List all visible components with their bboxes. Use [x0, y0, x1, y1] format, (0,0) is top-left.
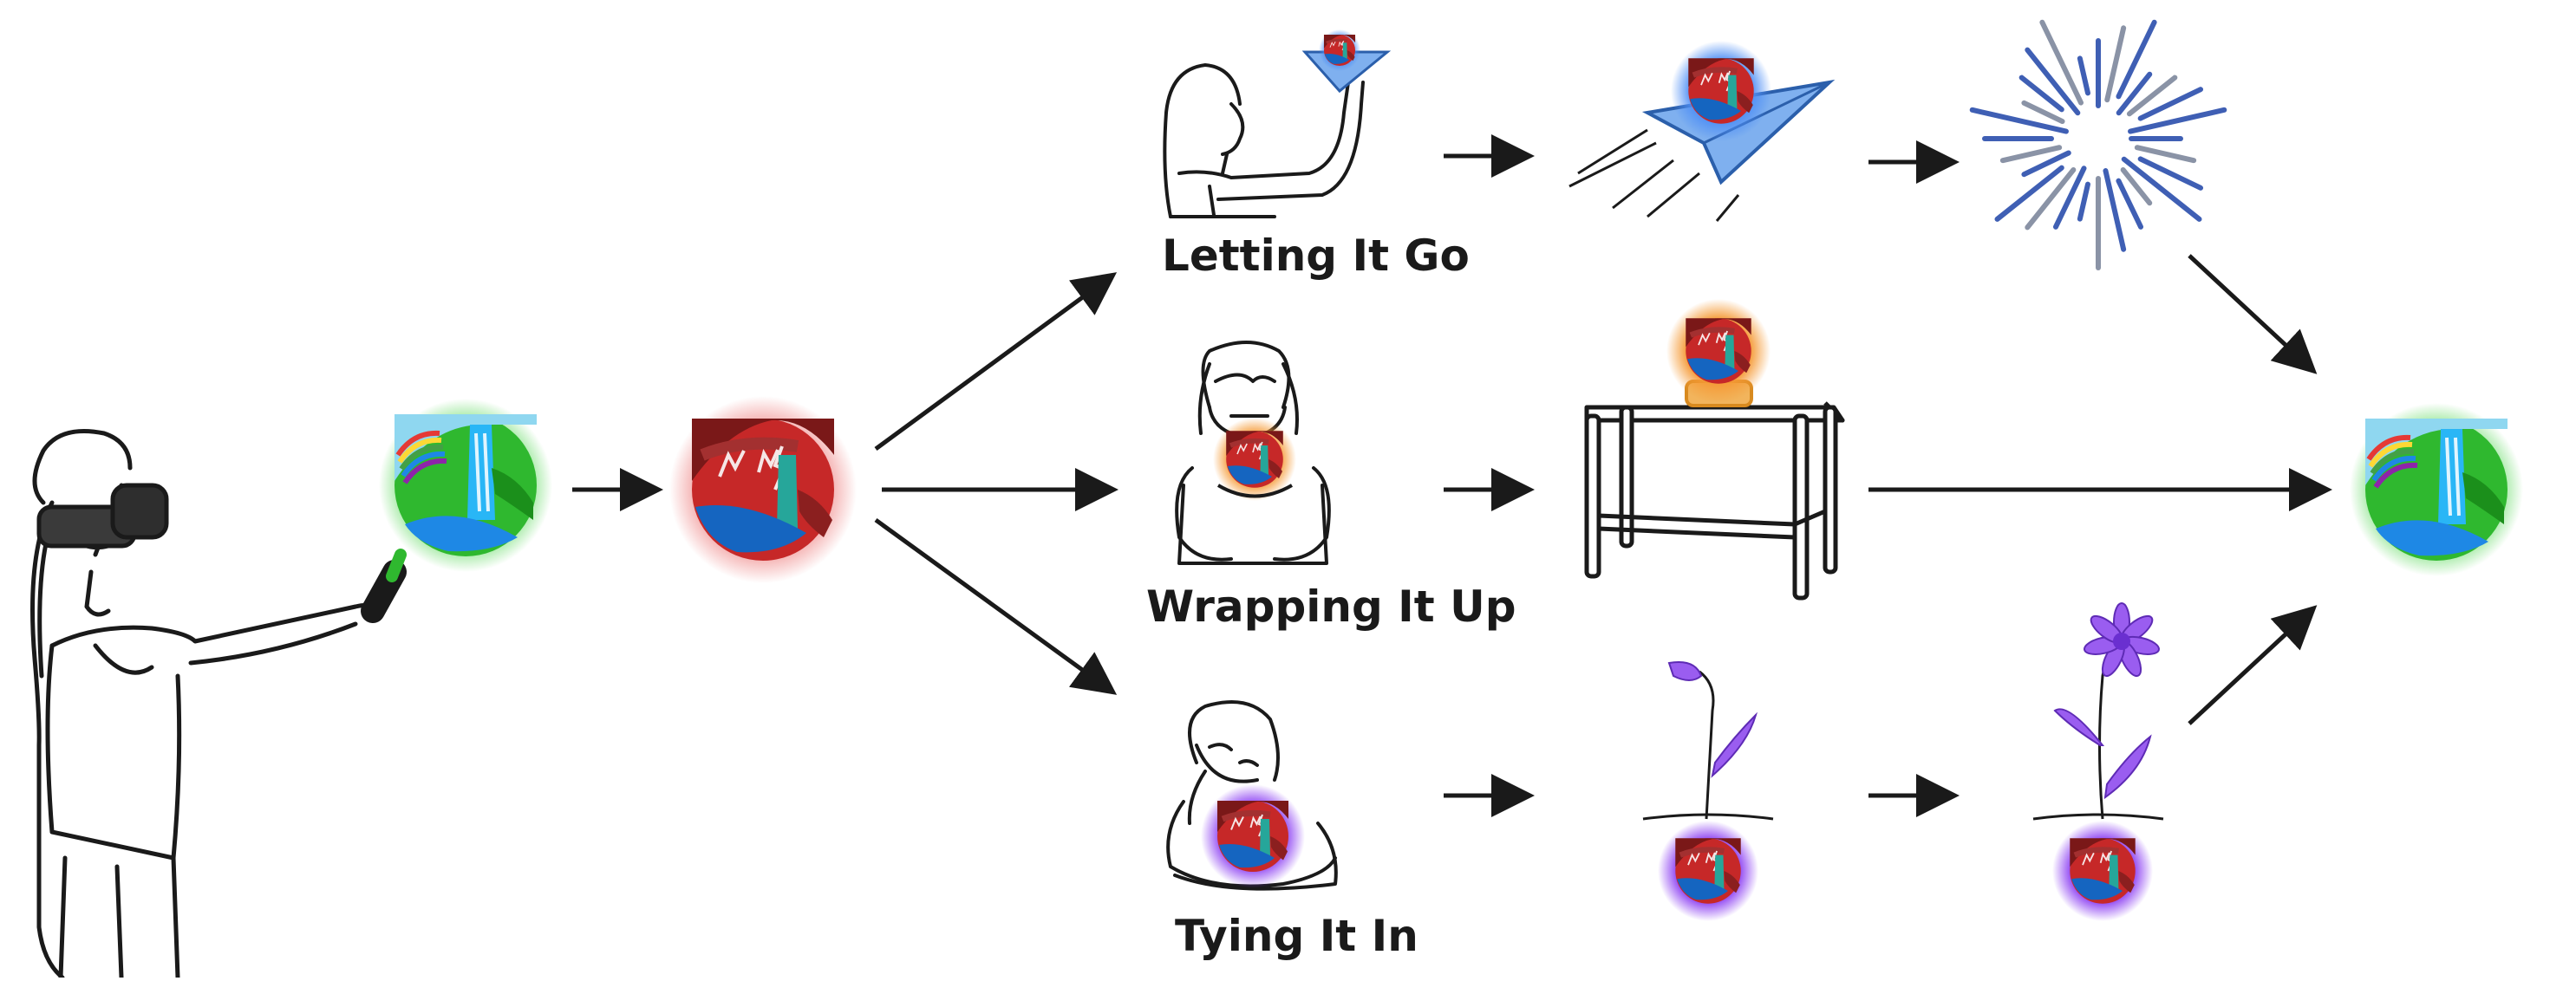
firework-ray — [2103, 168, 2127, 252]
firework-ray — [2116, 178, 2144, 230]
firework-ray — [2021, 150, 2071, 178]
tying-in-person-illustration — [1166, 700, 1338, 891]
hugged-orb-purple — [1201, 784, 1305, 888]
letting-it-go-label: Letting It Go — [1162, 231, 1470, 281]
firework-ray — [2077, 181, 2090, 222]
firework-ray — [2077, 55, 2090, 96]
firework-ray — [2039, 19, 2084, 106]
firework-ray — [2116, 19, 2157, 100]
calm-emotion-orb-end — [2350, 403, 2523, 576]
firework-ray — [1994, 165, 2064, 222]
firework-ray — [2121, 156, 2202, 222]
arrow-to-tying-in — [874, 517, 1118, 695]
tying-it-in-label: Tying It In — [1175, 911, 1418, 961]
vr-user-illustration — [30, 429, 407, 980]
firework-ray — [2134, 145, 2197, 164]
paper-plane-icon — [1568, 41, 1836, 222]
letting-go-person-illustration — [1163, 63, 1365, 218]
firework-ray — [2025, 47, 2081, 116]
shelf-illustration — [1584, 401, 1845, 601]
shelf-orb-orange — [1666, 299, 1771, 407]
firework-burst-icon — [1969, 19, 2227, 270]
arrow-to-letting-go — [874, 272, 1118, 452]
firework-ray — [2025, 166, 2077, 231]
firework-ray — [2126, 75, 2178, 117]
firework-ray — [2137, 156, 2204, 191]
arrow-firework-to-calm — [2188, 254, 2318, 374]
firework-ray — [2116, 71, 2153, 116]
firework-ray — [2120, 166, 2153, 206]
flow-arrows — [572, 134, 2332, 817]
flower-illustration — [2032, 602, 2164, 921]
firework-ray — [2137, 87, 2204, 121]
arrow-flower-to-calm — [2188, 605, 2318, 725]
firework-ray — [2052, 166, 2087, 230]
distressed-emotion-orb — [669, 396, 857, 583]
firework-ray — [2104, 25, 2127, 103]
calm-emotion-orb-start — [379, 399, 552, 572]
wrapping-it-up-label: Wrapping It Up — [1146, 581, 1516, 632]
held-orb-orange — [1213, 418, 1296, 501]
paper-plane-small-icon — [1301, 29, 1392, 94]
firework-ray — [1969, 107, 2069, 134]
firework-ray — [2128, 107, 2227, 134]
firework-ray — [2018, 75, 2064, 113]
firework-ray — [2021, 100, 2065, 125]
firework-ray — [1999, 145, 2063, 164]
sprout-illustration — [1642, 661, 1774, 921]
